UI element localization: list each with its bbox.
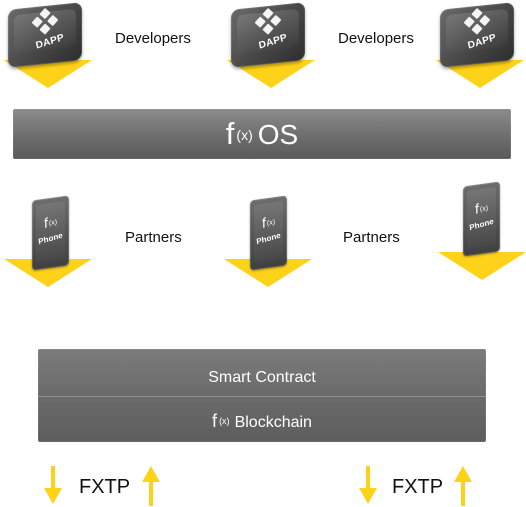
arrow-down-icon-left <box>43 466 63 506</box>
fx-os-title: f(x)OS <box>13 116 511 151</box>
phone-x-icon: (x) <box>266 219 276 228</box>
stack-divider <box>38 396 486 397</box>
dapp-block-1: DAPP <box>8 2 82 68</box>
arrow-up-icon-right <box>453 466 473 506</box>
blockchain-label: f(x) Blockchain <box>38 411 486 432</box>
phone-x-icon: (x) <box>479 205 489 214</box>
dapp-grid-icon <box>254 7 282 36</box>
phone-x-icon: (x) <box>48 219 58 228</box>
fx-os-f: f <box>225 116 235 151</box>
arrow-down-icon-right <box>358 466 378 506</box>
dapp-label: DAPP <box>34 32 66 52</box>
dapp-block-2: DAPP <box>231 2 305 68</box>
fxtp-label-right: FXTP <box>392 476 444 498</box>
partners-label-2: Partners <box>343 229 400 246</box>
fxtp-label-left: FXTP <box>79 476 131 498</box>
blockchain-x-icon: (x) <box>219 416 230 426</box>
smart-contract-label: Smart Contract <box>208 369 316 386</box>
developers-label-2: Developers <box>338 30 414 47</box>
fx-os-bar: f(x)OS <box>13 109 511 159</box>
phone-block-1: f(x) Phone <box>32 195 69 271</box>
dapp-grid-icon <box>463 7 491 36</box>
dapp-grid-icon <box>31 7 59 36</box>
dapp-label: DAPP <box>257 32 289 52</box>
blockchain-f-icon: f <box>212 411 218 431</box>
developers-label-1: Developers <box>115 30 191 47</box>
blockchain-text: Blockchain <box>234 414 312 431</box>
arrow-up-icon-left <box>141 466 161 506</box>
dapp-label: DAPP <box>466 32 498 52</box>
fx-os-text: OS <box>257 119 299 150</box>
fx-os-x: (x) <box>236 127 253 143</box>
phone-block-2: f(x) Phone <box>250 195 287 271</box>
contract-blockchain-stack: Smart Contract f(x) Blockchain <box>38 349 486 442</box>
phone-yellow-triangle-3 <box>438 252 526 280</box>
phone-block-3: f(x) Phone <box>463 181 500 257</box>
dapp-block-3: DAPP <box>440 2 514 68</box>
partners-label-1: Partners <box>125 229 182 246</box>
phone-f-icon: f <box>43 214 48 231</box>
phone-f-icon: f <box>261 214 266 231</box>
phone-f-icon: f <box>474 200 479 217</box>
